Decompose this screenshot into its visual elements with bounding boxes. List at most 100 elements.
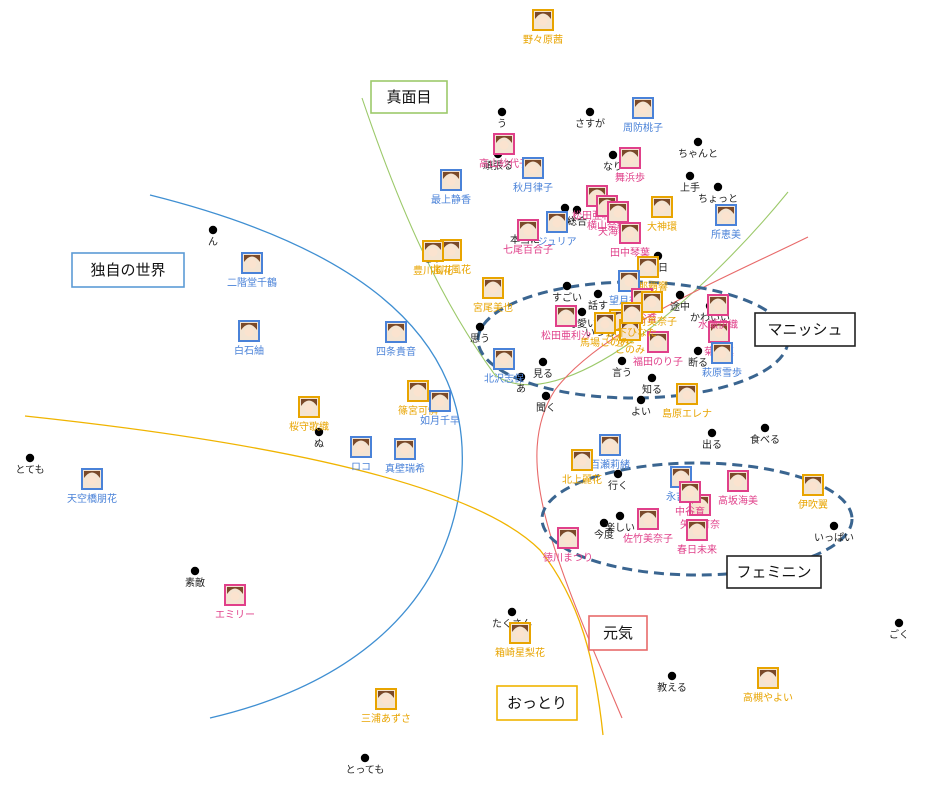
idol-face-icon [563,534,573,544]
idol-name: このみ [615,345,645,356]
idol-name: 真壁瑞希 [385,462,425,475]
idol-face-icon [244,327,254,337]
idol-hair-icon [496,136,512,143]
idol-marker: 松田亜利沙 [541,305,591,342]
word-dot [475,322,485,332]
word-dot [560,203,570,213]
word-item: 途中 [670,290,690,313]
idol-face-icon [692,526,702,536]
word-dot [693,137,703,147]
idol-marker: ジュリア [537,211,577,248]
idol-face-icon [733,477,743,487]
idol-layer: 野々原茜周防桃子高山紗代子秋月律子最上静香舞浜歩松田亜利沙横山奈緒天海春香大神環… [67,9,828,725]
word-item: 楽しい [605,511,635,534]
region-label-majime: 真面目 [370,80,448,114]
word-dot [617,356,627,366]
idol-name: 野々原茜 [523,34,563,46]
word-label: 話す [588,299,608,312]
region-label-box [370,80,448,114]
idol-marker: 周防桃子 [623,97,663,134]
word-dot [585,107,595,117]
idol-hair-icon [549,214,565,221]
idol-name: 中谷育 [675,505,705,518]
word-item: 出る [702,428,722,451]
word-dot [538,357,548,367]
word-label: 出る [702,438,722,451]
word-dot [516,372,526,382]
idol-marker: 白石紬 [234,320,264,357]
idol-face-icon [625,154,635,164]
idol-name: 二階堂千鶴 [227,276,277,289]
idol-marker: 真壁瑞希 [385,438,425,475]
idol-hair-icon [718,207,734,214]
idol-face-icon [653,338,663,348]
word-label: 頑張る [483,160,513,172]
idol-name: ジュリア [537,237,576,248]
word-label: 食べる [750,433,780,446]
word-item: とても [15,453,45,476]
idol-marker: 高槻やよい [743,667,793,704]
word-dot [608,150,618,160]
idol-hair-icon [301,399,317,406]
word-item: ぬ [314,427,324,450]
idol-hair-icon [689,522,705,529]
idol-marker: 田中琴葉 [610,222,650,259]
word-label: 見る [533,368,553,380]
word-label: 上手 [680,181,700,194]
word-item: 今度 [594,518,614,541]
region-label-genki: 元気 [588,615,648,651]
idol-hair-icon [760,670,776,677]
word-label: ちょっと [698,193,738,205]
idol-marker: 最上静香 [431,169,471,206]
idol-marker: 桜守歌織 [289,396,329,433]
idol-hair-icon [622,150,638,157]
idol-face-icon [515,629,525,639]
word-dot [713,182,723,192]
idol-marker: 北沢志保 [484,348,524,385]
idol-marker: 二階堂千鶴 [227,252,277,289]
idol-face-icon [625,326,635,336]
idol-marker: 高坂海美 [718,470,758,507]
idol-name: 豊川風花 [413,264,453,277]
idol-hair-icon [599,198,615,205]
word-dot [615,511,625,521]
word-dot [497,107,507,117]
idol-hair-icon [589,188,605,195]
idol-face-icon [247,259,257,269]
word-label: とても [15,464,44,476]
idol-name: 如月千早 [420,414,460,427]
idol-name: 最上静香 [431,193,471,206]
idol-hair-icon [624,305,640,312]
region-label-box [496,685,578,721]
idol-name: 高坂海美 [718,494,758,507]
word-label: よい [631,406,651,418]
word-label: 教える [657,681,687,694]
word-dot [894,618,904,628]
region-label-text: おっとり [507,694,567,712]
idol-marker: 天空橋朋花 [67,468,117,505]
idol-face-icon [561,312,571,322]
idol-face-icon [446,246,456,256]
idol-face-icon [605,441,615,451]
idol-face-icon [435,397,445,407]
idol-marker: 木下ひなた [607,302,657,339]
word-item: すごい [552,281,582,304]
idol-face-icon [685,488,695,498]
region-label-text: 元気 [603,624,633,642]
idol-face-icon [538,16,548,26]
word-dot [562,281,572,291]
idol-marker: 徳川まつり [543,527,593,564]
idol-marker: 野々原茜 [523,9,563,46]
idol-hair-icon [241,323,257,330]
word-item: 断る [688,346,708,369]
region-label-text: 独自の世界 [90,261,165,279]
idol-hair-icon [512,625,528,632]
idol-name: 所恵美 [711,228,741,241]
idol-hair-icon [227,587,243,594]
idol-face-icon [713,301,723,311]
word-label: なり [603,161,623,173]
idol-name: ロコ [351,462,371,473]
word-item: 総合 [567,205,587,228]
idol-hair-icon [640,259,656,266]
